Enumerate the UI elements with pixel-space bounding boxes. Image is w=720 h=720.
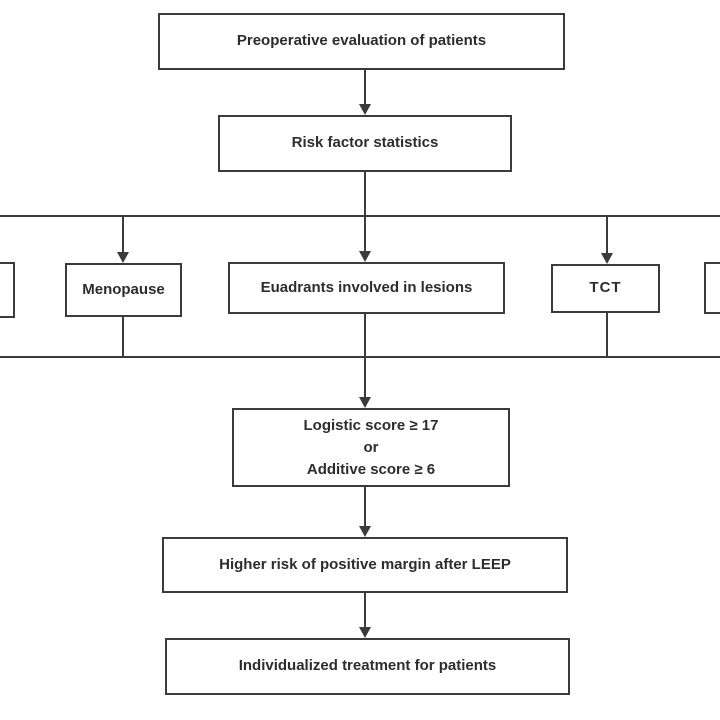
node-individualized-treatment: Individualized treatment for patients (165, 638, 570, 695)
node-factor-left-partial (0, 262, 15, 318)
score-line-additive: Additive score ≥ 6 (306, 460, 436, 478)
node-risk-factor-statistics: Risk factor statistics (218, 115, 512, 172)
arrowhead-branch-to-tct-icon (601, 253, 613, 264)
branch-line (0, 215, 720, 217)
node-higher-risk: Higher risk of positive margin after LEE… (162, 537, 568, 593)
connector-collect-to-score (364, 358, 366, 397)
score-line-or: or (363, 438, 379, 456)
node-preoperative-evaluation-label: Preoperative evaluation of patients (236, 32, 487, 50)
node-score-criteria: Logistic score ≥ 17 or Additive score ≥ … (232, 408, 510, 487)
connector-menopause-to-collect (122, 317, 124, 356)
node-preoperative-evaluation: Preoperative evaluation of patients (158, 13, 565, 70)
connector-higher-risk-to-individualized (364, 593, 366, 627)
arrowhead-preop-to-risk-icon (359, 104, 371, 115)
node-factor-right-partial (704, 262, 720, 314)
node-quadrants-involved: Euadrants involved in lesions (228, 262, 505, 314)
node-score-criteria-text: Logistic score ≥ 17 or Additive score ≥ … (234, 415, 508, 481)
connector-tct-to-collect (606, 313, 608, 356)
connector-score-to-higher-risk (364, 487, 366, 526)
arrowhead-branch-to-quadrants-icon (359, 251, 371, 262)
connector-branch-to-menopause (122, 217, 124, 253)
connector-risk-to-branch (364, 172, 366, 217)
node-higher-risk-label: Higher risk of positive margin after LEE… (219, 555, 511, 573)
arrowhead-collect-to-score-icon (359, 397, 371, 408)
node-tct: TCT (551, 264, 660, 313)
node-menopause: Menopause (65, 263, 182, 317)
collect-line (0, 356, 720, 358)
connector-branch-to-tct (606, 217, 608, 253)
score-line-logistic: Logistic score ≥ 17 (303, 416, 439, 434)
connector-quadrants-to-collect (364, 314, 366, 356)
node-risk-factor-statistics-label: Risk factor statistics (291, 134, 439, 152)
arrowhead-branch-to-menopause-icon (117, 252, 129, 263)
node-menopause-label: Menopause (82, 280, 165, 298)
node-individualized-treatment-label: Individualized treatment for patients (238, 657, 497, 675)
connector-branch-to-quadrants (364, 217, 366, 252)
arrowhead-higher-risk-to-individualized-icon (359, 627, 371, 638)
connector-preop-to-risk (364, 70, 366, 105)
node-tct-label: TCT (589, 279, 622, 297)
arrowhead-score-to-higher-risk-icon (359, 526, 371, 537)
node-quadrants-involved-label: Euadrants involved in lesions (260, 278, 473, 296)
